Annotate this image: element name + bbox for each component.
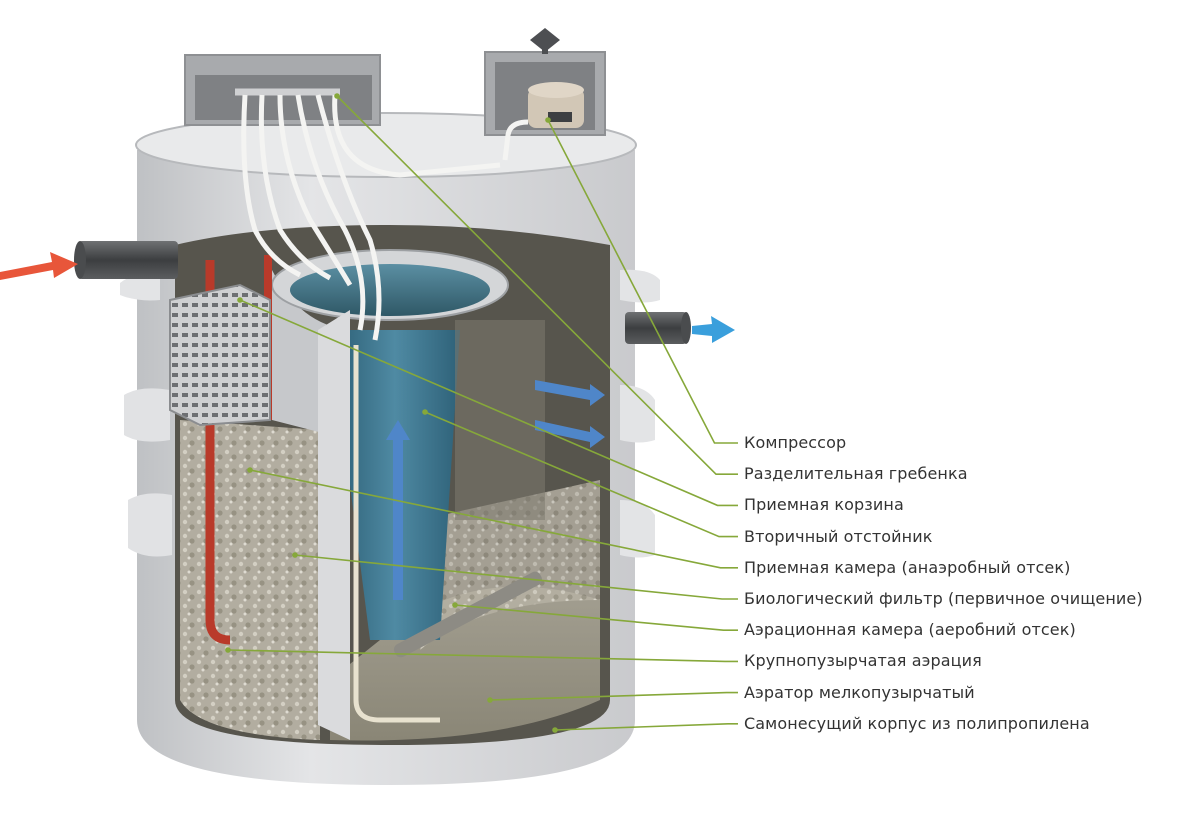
leader-line — [336, 95, 738, 476]
inlet-arrow — [0, 252, 78, 280]
leader-dot — [225, 647, 231, 653]
leader-dot — [452, 602, 458, 608]
label-receiving-chamber: Приемная камера (анаэробный отсек) — [744, 557, 1071, 577]
outlet-pipe — [625, 312, 691, 344]
leader-dot — [487, 697, 493, 703]
label-fine-bubble-aerator: Аэратор мелкопузырчатый — [744, 682, 975, 702]
leader-dot — [237, 297, 243, 303]
outlet-arrow — [692, 316, 735, 343]
leader-line — [227, 649, 738, 663]
leader-line — [547, 119, 738, 444]
inlet-pipe — [74, 241, 178, 279]
leader-line — [294, 554, 738, 600]
leader-line — [424, 411, 738, 538]
leader-dot — [292, 552, 298, 558]
compressor — [502, 82, 584, 161]
label-receiving-basket: Приемная корзина — [744, 495, 904, 515]
leader-dot — [247, 467, 253, 473]
label-aeration-chamber: Аэрационная камера (аеробний отсек) — [744, 620, 1076, 640]
label-polypropylene-body: Самонесущий корпус из полипропилена — [744, 713, 1090, 733]
distribution-manifold — [184, 54, 501, 341]
label-coarse-bubble-aeration: Крупнопузырчатая аэрация — [744, 651, 982, 671]
leader-dot — [545, 117, 551, 123]
leader-line — [489, 691, 738, 701]
leader-line — [554, 722, 738, 731]
label-secondary-settler: Вторичный отстойник — [744, 526, 933, 546]
leader-line — [454, 604, 738, 632]
leader-dot — [334, 93, 340, 99]
leader-lines — [225, 93, 738, 733]
leader-line — [249, 469, 738, 569]
label-distribution-manifold: Разделительная гребенка — [744, 464, 968, 484]
leader-line — [239, 299, 738, 507]
leader-dot — [422, 409, 428, 415]
label-compressor: Компрессор — [744, 433, 847, 452]
label-biological-filter: Биологический фильтр (первичное очищение… — [744, 589, 1143, 608]
leader-dot — [552, 727, 558, 733]
